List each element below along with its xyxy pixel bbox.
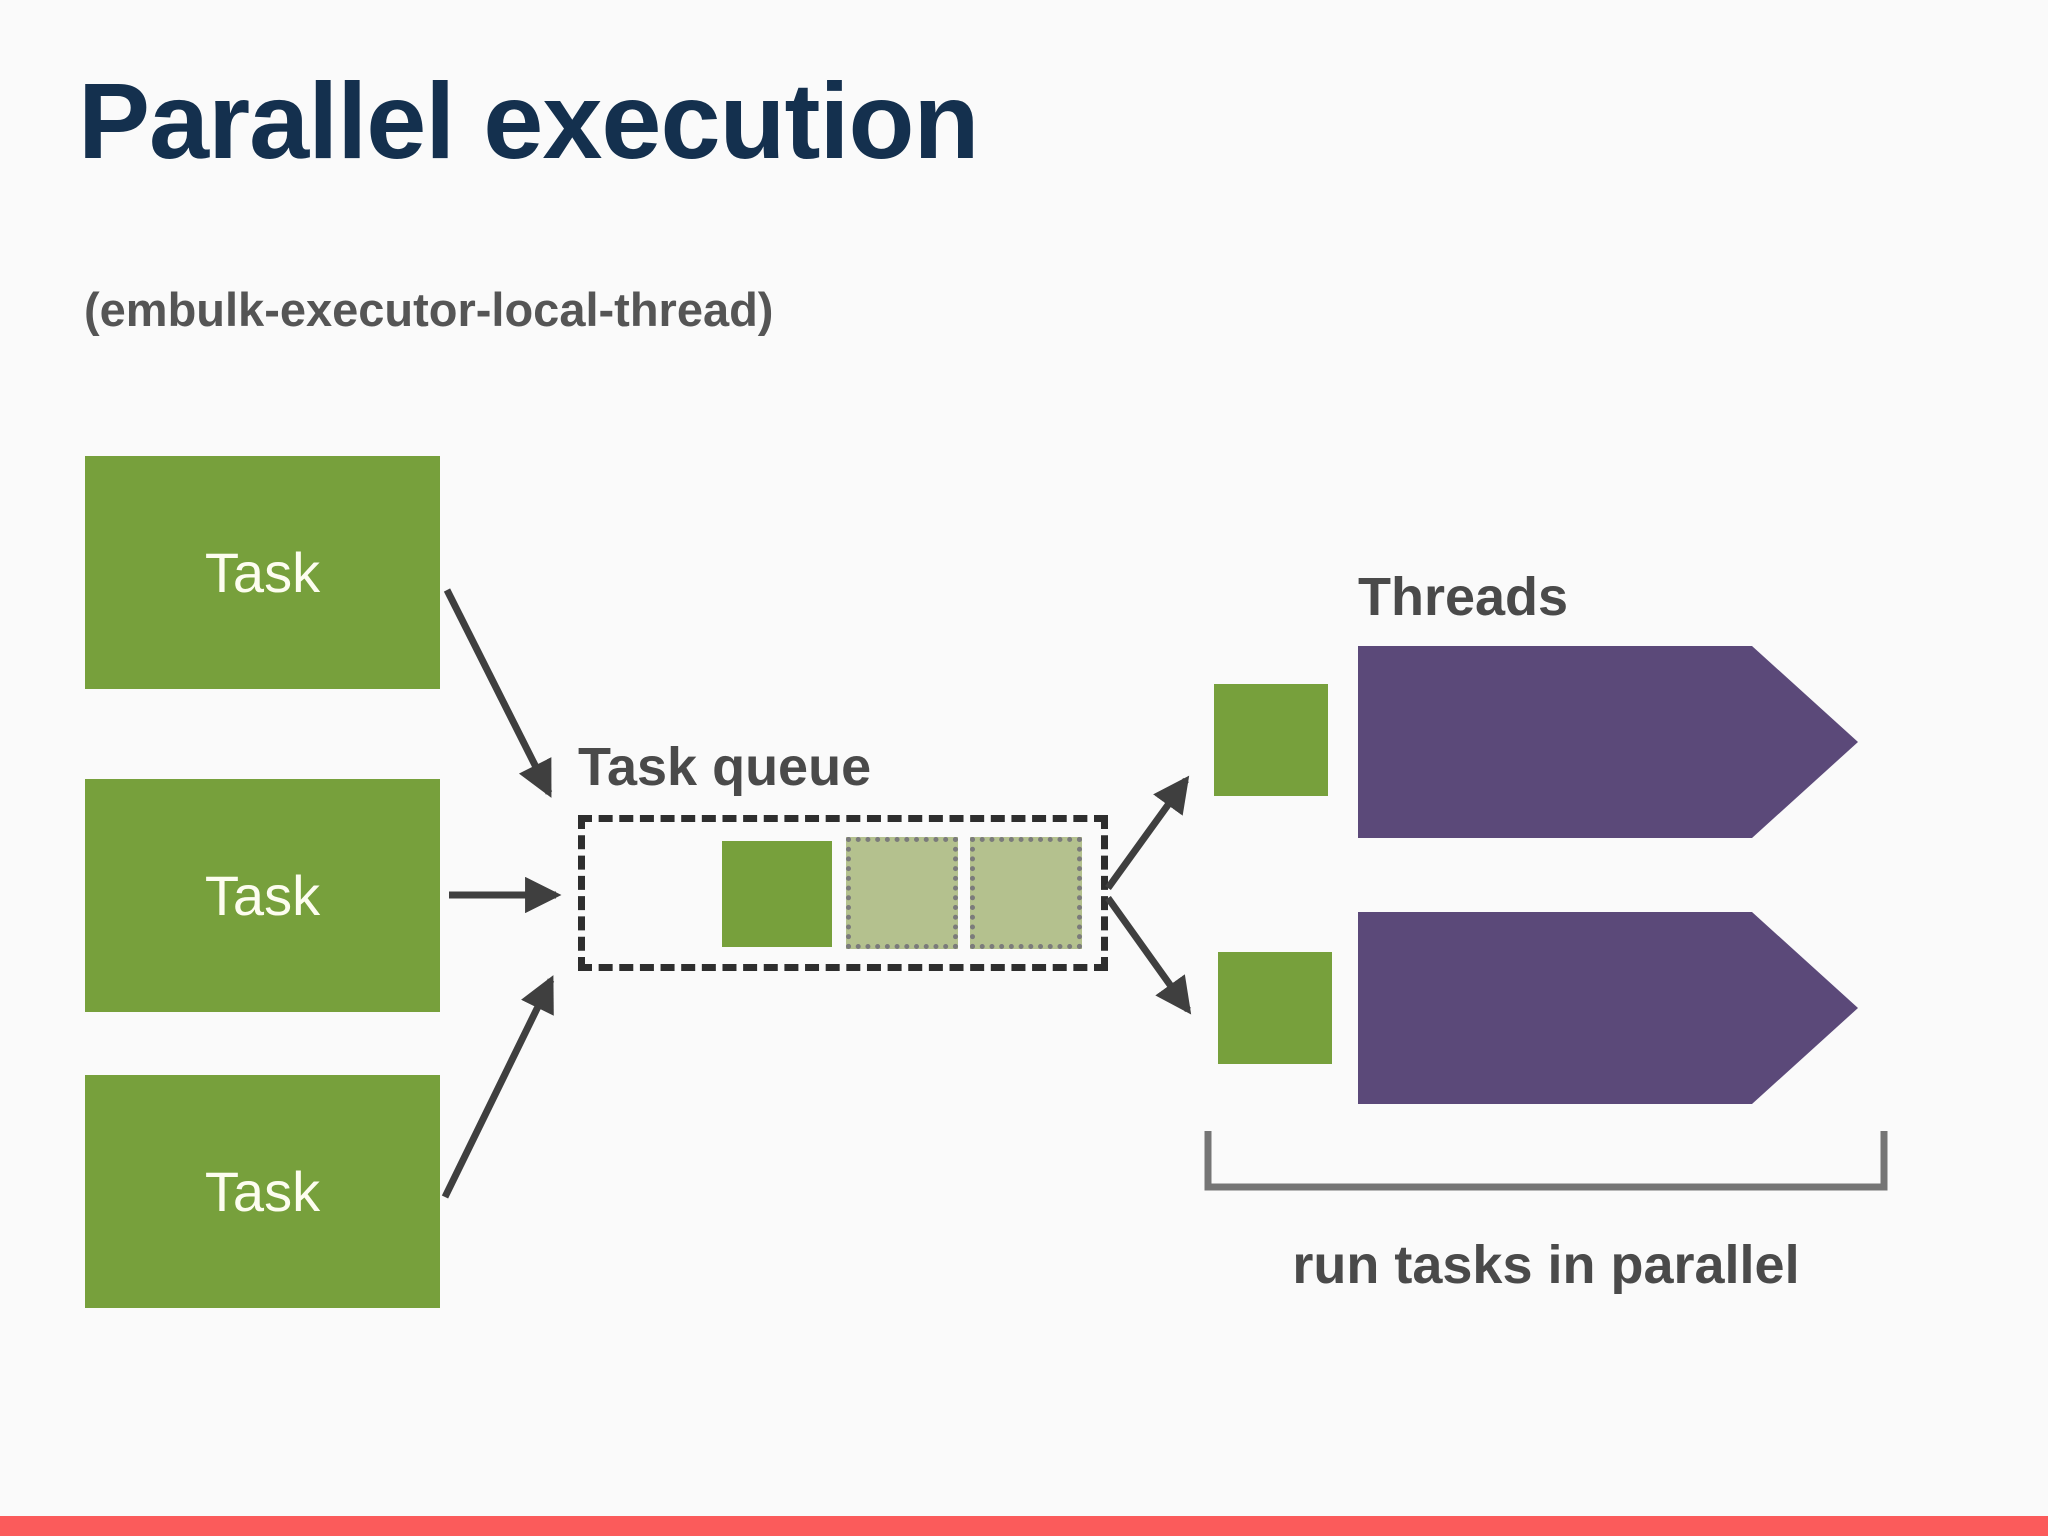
arrow-task3-to-queue bbox=[441, 975, 555, 1199]
caption-run-tasks-in-parallel: run tasks in parallel bbox=[1292, 1235, 1800, 1295]
queue-task-faded-2 bbox=[970, 837, 1082, 949]
task-queue-label: Task queue bbox=[578, 737, 872, 797]
task-box-label: Task bbox=[204, 1160, 321, 1223]
task-box-label: Task bbox=[204, 541, 321, 604]
threads-label: Threads bbox=[1358, 567, 1569, 627]
thread-task-1 bbox=[1214, 684, 1328, 796]
bottom-accent-bar bbox=[0, 1516, 2048, 1536]
page-title: Parallel execution bbox=[78, 60, 979, 181]
arrow-task1-to-queue bbox=[443, 588, 553, 798]
task-box-1: Task bbox=[85, 456, 440, 689]
task-box-label: Task bbox=[204, 864, 321, 927]
arrow-queue-to-thread1 bbox=[1105, 775, 1190, 891]
task-box-3: Task bbox=[85, 1075, 440, 1308]
arrow-queue-to-thread2 bbox=[1105, 895, 1192, 1015]
thread-arrow-2 bbox=[1358, 912, 1858, 1104]
task-box-2: Task bbox=[85, 779, 440, 1012]
thread-task-2 bbox=[1218, 952, 1332, 1064]
bracket bbox=[1204, 1131, 1888, 1191]
queue-task-faded-1 bbox=[846, 837, 958, 949]
task-queue-box bbox=[578, 815, 1108, 971]
page-subtitle: (embulk-executor-local-thread) bbox=[84, 283, 774, 336]
thread-arrow-1 bbox=[1358, 646, 1858, 838]
queue-task-solid bbox=[722, 841, 832, 947]
